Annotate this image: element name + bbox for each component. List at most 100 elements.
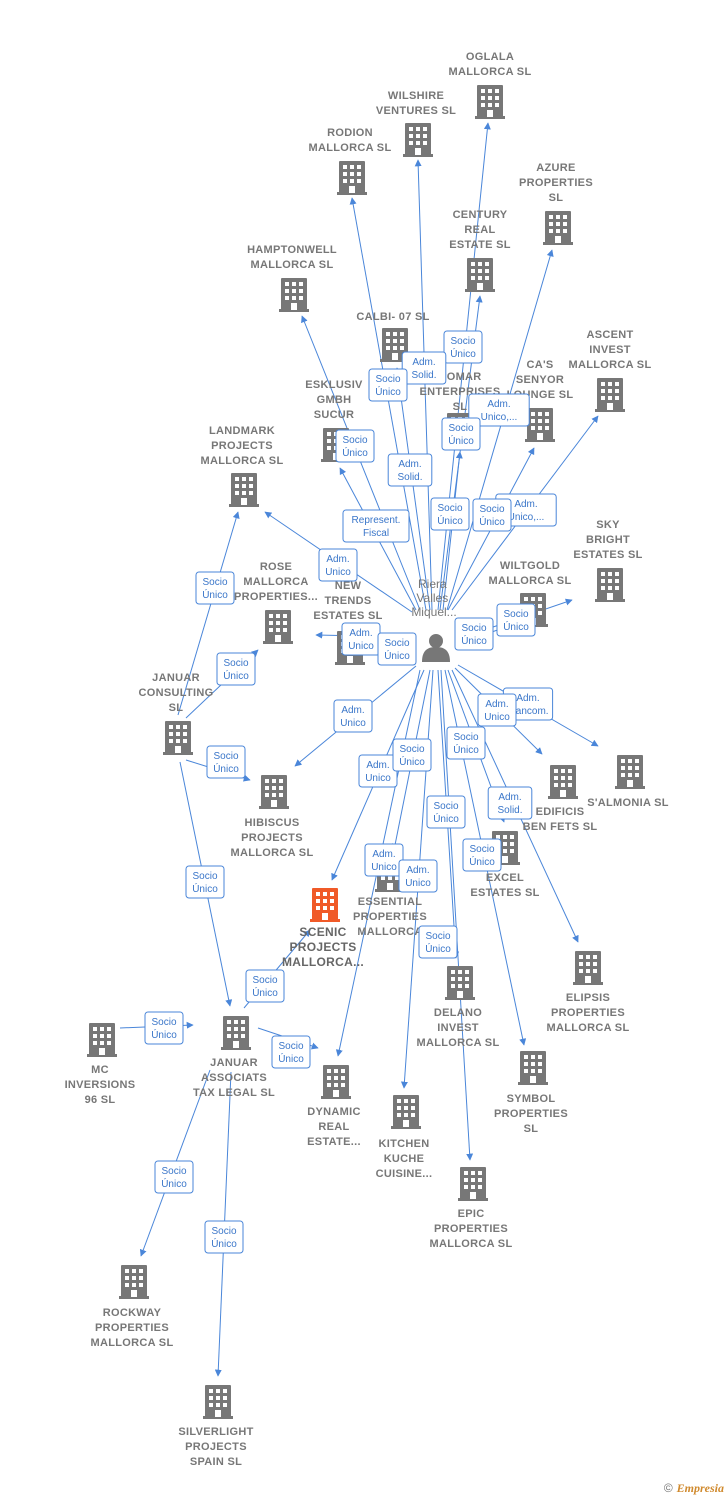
edge-label[interactable]: Adm.Unico bbox=[318, 548, 358, 582]
edge-label-line: Adm. bbox=[366, 760, 389, 771]
company-node-calbi[interactable]: CALBI- 07 SL bbox=[356, 311, 429, 362]
edge-label[interactable]: Adm.Solid. bbox=[387, 453, 433, 487]
edge-label[interactable]: Adm.Unico bbox=[341, 622, 381, 656]
company-label-line: MALLORCA SL bbox=[309, 142, 392, 154]
edge-label[interactable]: Adm.Unico bbox=[333, 699, 373, 733]
edge-label[interactable]: Adm.Unico bbox=[477, 693, 517, 727]
company-label-line: ESKLUSIV bbox=[305, 379, 363, 391]
building-icon bbox=[458, 1167, 488, 1201]
edge-label-text: Adm.Solid. bbox=[411, 357, 436, 381]
edge-label[interactable]: Adm.Unico bbox=[398, 859, 438, 893]
edge-label[interactable]: Adm.Solid. bbox=[401, 351, 447, 385]
person-label: Riera Valles Miquel... bbox=[411, 577, 456, 619]
edge-line bbox=[301, 315, 421, 611]
company-label-line: SKY bbox=[596, 519, 620, 531]
edge-line bbox=[177, 511, 240, 716]
edge-label-line: Único bbox=[503, 620, 529, 633]
edge-label-text: Adm.Mancom. bbox=[507, 693, 548, 717]
company-label-line: S'ALMONIA SL bbox=[587, 797, 669, 809]
edge-label-line: Adm. bbox=[514, 499, 537, 510]
building-icon bbox=[119, 1265, 149, 1299]
company-label-line: PROJECTS bbox=[185, 1441, 247, 1453]
person-node[interactable]: Riera Valles Miquel... bbox=[411, 577, 457, 662]
company-label-line: PROJECTS bbox=[289, 940, 356, 954]
edge-label[interactable]: Adm.Solid. bbox=[487, 786, 533, 820]
company-node-salmonia[interactable]: S'ALMONIA SL bbox=[587, 755, 669, 809]
footer-brand[interactable]: ©Empresia bbox=[664, 1481, 724, 1496]
edge-label[interactable]: Adm.Unico,... bbox=[468, 393, 530, 427]
company-label-line: MALLORCA SL bbox=[417, 1037, 500, 1049]
edge-label[interactable]: Adm.Unico bbox=[364, 843, 404, 877]
company-label-line: MALLORCA SL bbox=[489, 575, 572, 587]
company-label-line: ESTATES SL bbox=[470, 887, 539, 899]
edge-label-line: Socio bbox=[461, 623, 486, 634]
edge-label-line: Socio bbox=[252, 975, 277, 986]
edge-label-line: Único bbox=[479, 515, 505, 528]
company-label-line: TAX LEGAL SL bbox=[193, 1087, 275, 1099]
edge-label-line: Unico,... bbox=[481, 412, 518, 423]
person-icon bbox=[422, 634, 450, 662]
edge-label[interactable]: Adm.Unico bbox=[358, 754, 398, 788]
edge-label[interactable]: Represent.Fiscal bbox=[342, 509, 410, 543]
